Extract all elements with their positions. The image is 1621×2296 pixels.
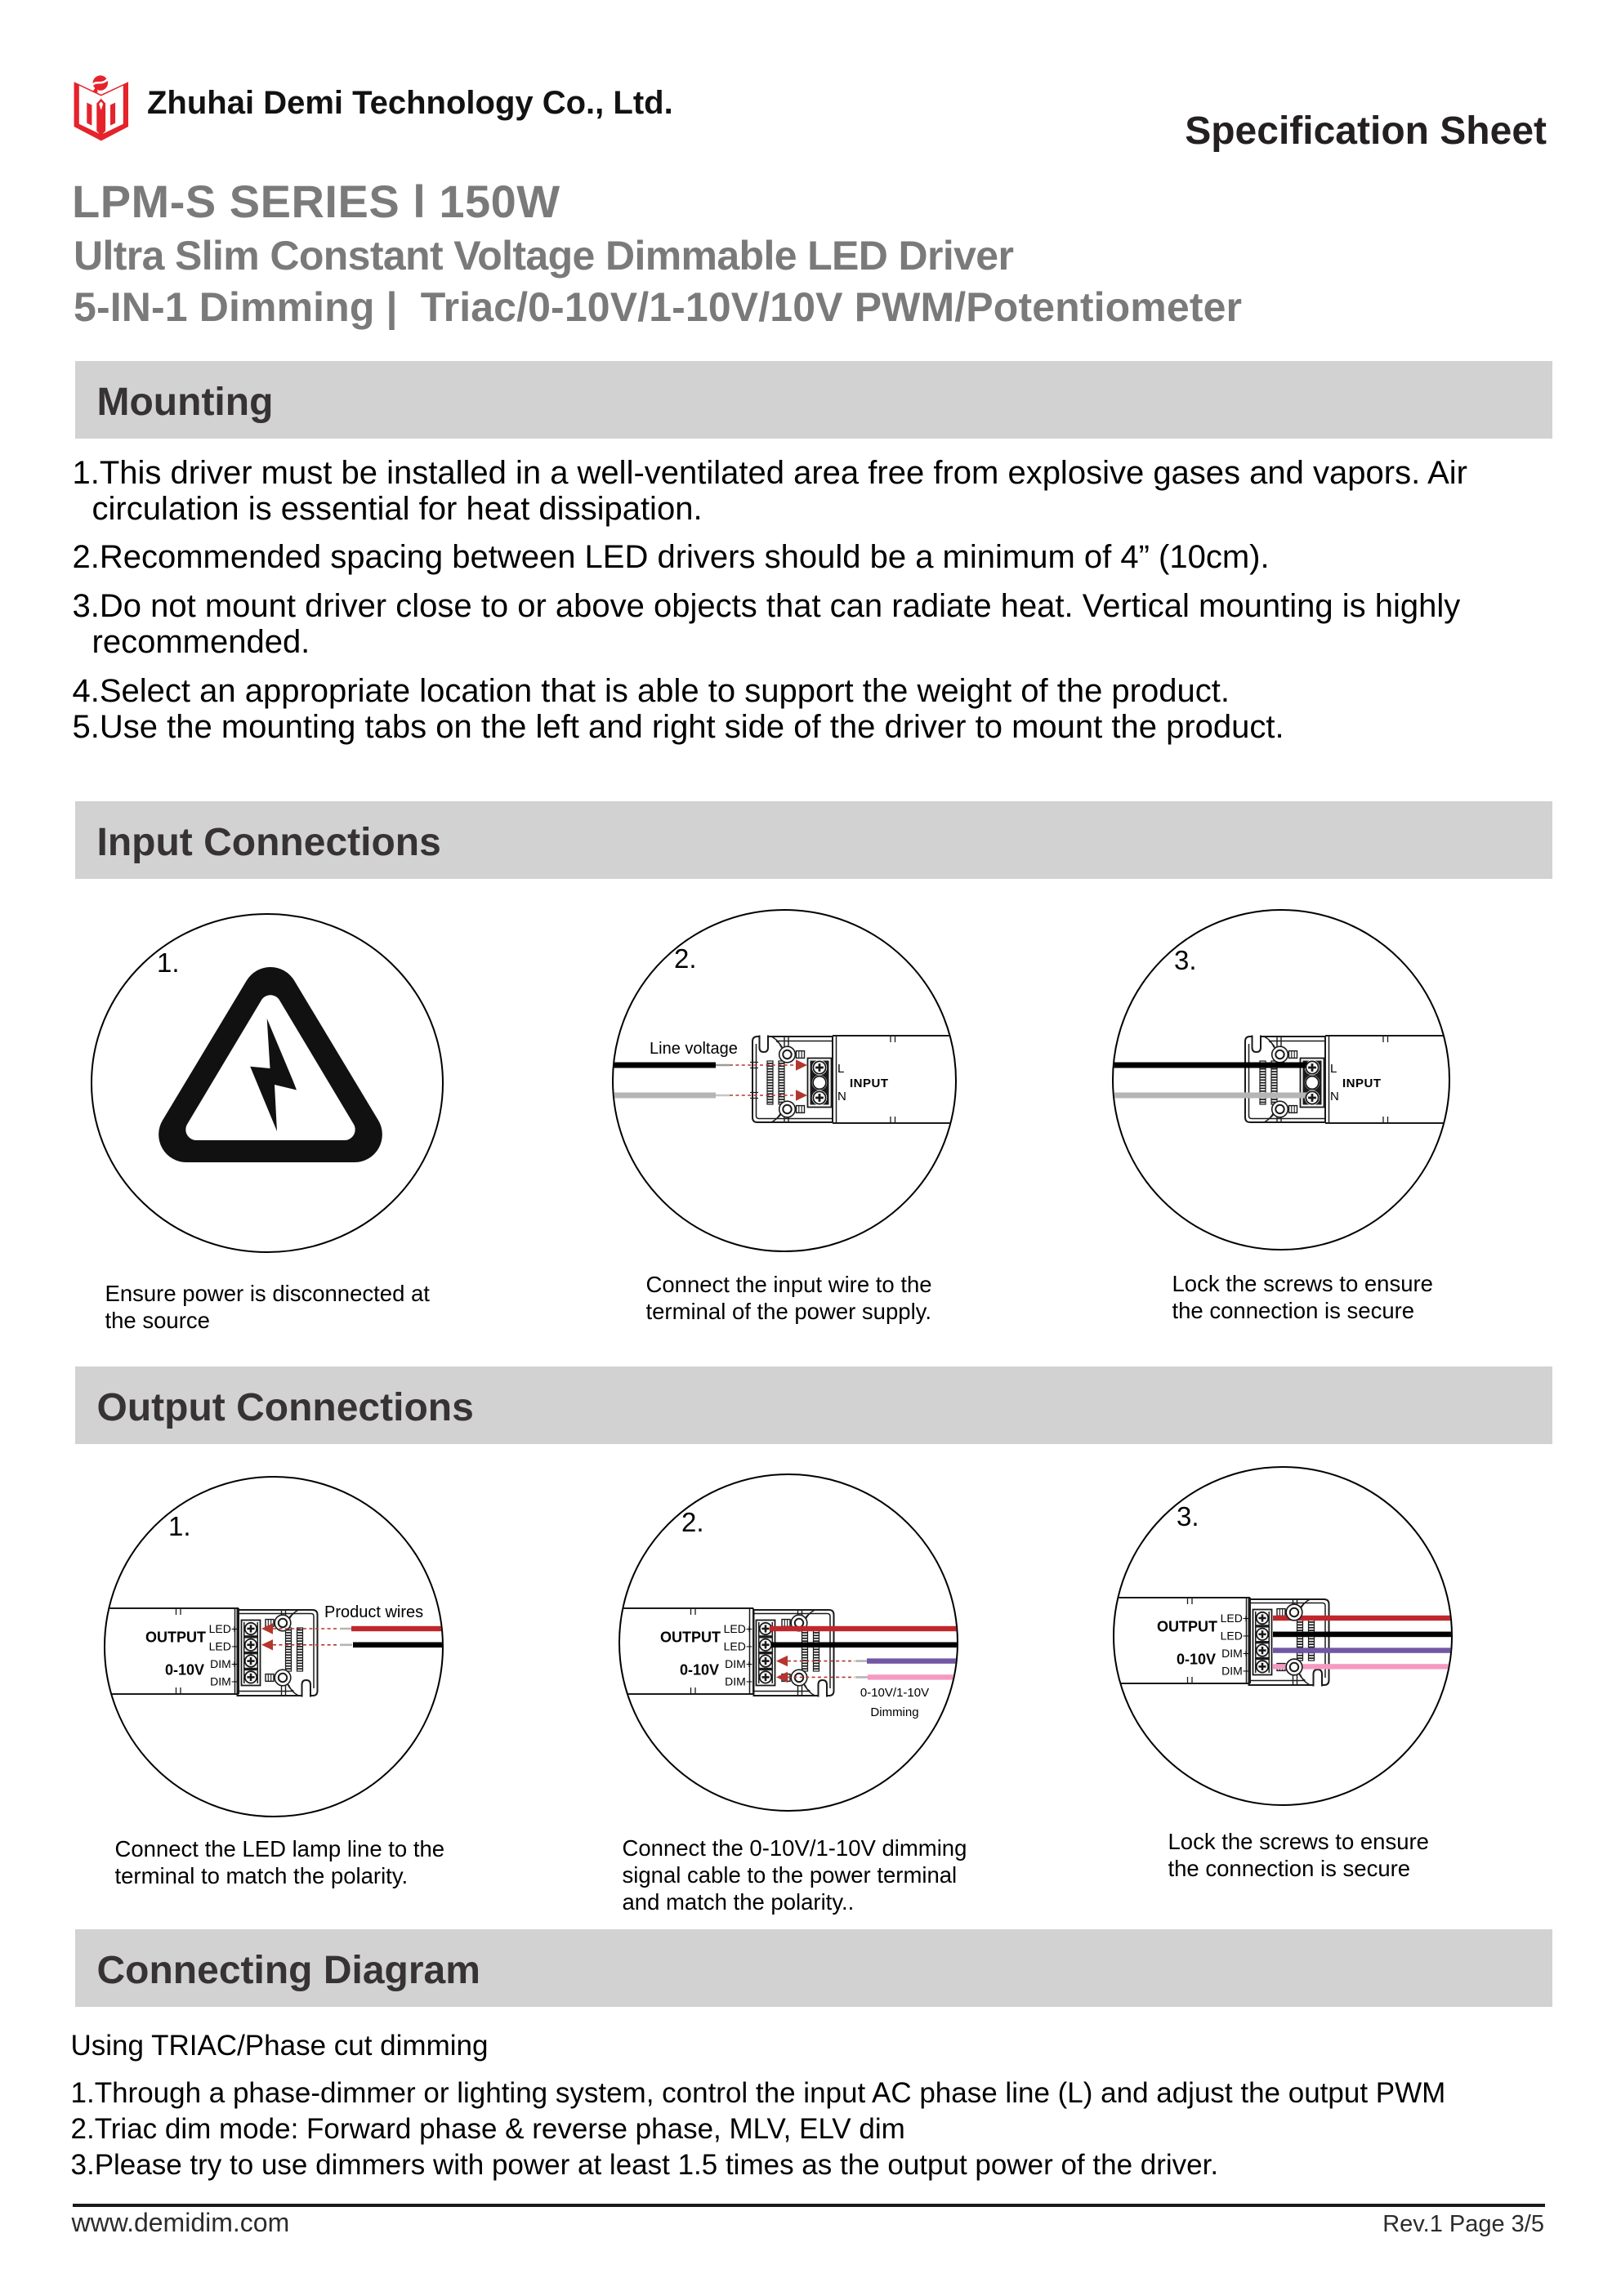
svg-text:3.: 3. <box>1174 945 1197 975</box>
svg-text:4.Select an appropriate locati: 4.Select an appropriate location that is… <box>73 673 1230 709</box>
svg-text:0-10V/1-10V: 0-10V/1-10V <box>860 1686 929 1700</box>
svg-text:5-IN-1 Dimming | Triac/0-10V/: 5-IN-1 Dimming | Triac/0-10V/1-10V/10V P… <box>74 284 1242 331</box>
svg-text:N: N <box>1330 1090 1339 1103</box>
svg-text:LPM-S SERIES l 150W: LPM-S SERIES l 150W <box>72 176 560 227</box>
svg-text:3.: 3. <box>1177 1501 1199 1531</box>
svg-text:Connecting Diagram: Connecting Diagram <box>97 1949 480 1992</box>
svg-text:Lock the screws to ensure: Lock the screws to ensure <box>1172 1271 1433 1296</box>
svg-text:INPUT: INPUT <box>850 1077 889 1090</box>
svg-text:Dimming: Dimming <box>870 1705 918 1719</box>
svg-text:Rev.1 Page 3/5: Rev.1 Page 3/5 <box>1382 2211 1544 2237</box>
svg-text:Lock the screws to ensure: Lock the screws to ensure <box>1168 1829 1429 1854</box>
svg-text:N: N <box>837 1090 846 1103</box>
svg-text:Connect the LED lamp line to t: Connect the LED lamp line to the <box>115 1836 445 1861</box>
svg-text:Line voltage: Line voltage <box>650 1040 738 1058</box>
svg-text:1.: 1. <box>168 1511 191 1541</box>
svg-text:L: L <box>1330 1062 1337 1076</box>
svg-text:terminal of the power supply.: terminal of the power supply. <box>646 1299 932 1324</box>
svg-text:2.Triac dim mode: Forward phas: 2.Triac dim mode: Forward phase & revers… <box>71 2113 905 2145</box>
svg-text:2.: 2. <box>681 1507 704 1537</box>
svg-text:3.Do not mount driver close to: 3.Do not mount driver close to or above … <box>73 588 1461 624</box>
svg-text:Ensure power is disconnected a: Ensure power is disconnected at <box>105 1281 431 1306</box>
svg-text:1.: 1. <box>157 947 180 978</box>
svg-text:Specification Sheet: Specification Sheet <box>1185 109 1547 153</box>
svg-text:circulation is essential for h: circulation is essential for heat dissip… <box>92 491 703 527</box>
svg-text:3.Please try to use dimmers wi: 3.Please try to use dimmers with power a… <box>71 2149 1219 2181</box>
svg-text:2.Recommended spacing between: 2.Recommended spacing between LED driver… <box>73 539 1270 575</box>
svg-text:1.This driver must be installe: 1.This driver must be installed in a wel… <box>73 455 1467 491</box>
svg-text:2.: 2. <box>674 943 697 974</box>
svg-text:1.Through a phase-dimmer or li: 1.Through a phase-dimmer or lighting sys… <box>71 2077 1446 2109</box>
svg-text:Using TRIAC/Phase cut dimming: Using TRIAC/Phase cut dimming <box>71 2030 489 2062</box>
svg-text:recommended.: recommended. <box>92 624 310 660</box>
svg-text:Product wires: Product wires <box>324 1603 423 1621</box>
svg-text:Zhuhai Demi Technology Co., Lt: Zhuhai Demi Technology Co., Ltd. <box>147 85 673 121</box>
svg-text:L: L <box>837 1062 844 1076</box>
svg-text:Connect the 0-10V/1-10V dimmin: Connect the 0-10V/1-10V dimming <box>623 1835 967 1861</box>
svg-text:Input Connections: Input Connections <box>97 821 441 864</box>
svg-text:www.demidim.com: www.demidim.com <box>71 2208 290 2237</box>
svg-text:INPUT: INPUT <box>1342 1077 1382 1090</box>
svg-text:the connection is secure: the connection is secure <box>1168 1856 1411 1881</box>
svg-text:the source: the source <box>105 1308 210 1333</box>
svg-text:Ultra Slim Constant Voltage Di: Ultra Slim Constant Voltage Dimmable LED… <box>74 233 1013 279</box>
svg-text:Output Connections: Output Connections <box>97 1386 474 1429</box>
svg-text:Connect the input wire to the: Connect the input wire to the <box>646 1272 932 1297</box>
svg-text:signal cable to the power term: signal cable to the power terminal <box>623 1862 958 1888</box>
svg-text:Mounting: Mounting <box>97 381 274 424</box>
svg-text:the connection is secure: the connection is secure <box>1172 1298 1415 1323</box>
svg-text:terminal to match the polarity: terminal to match the polarity. <box>115 1863 409 1888</box>
svg-text:and match the polarity..: and match the polarity.. <box>623 1889 855 1915</box>
svg-text:5.Use the mounting tabs on the: 5.Use the mounting tabs on the left and … <box>73 709 1284 745</box>
